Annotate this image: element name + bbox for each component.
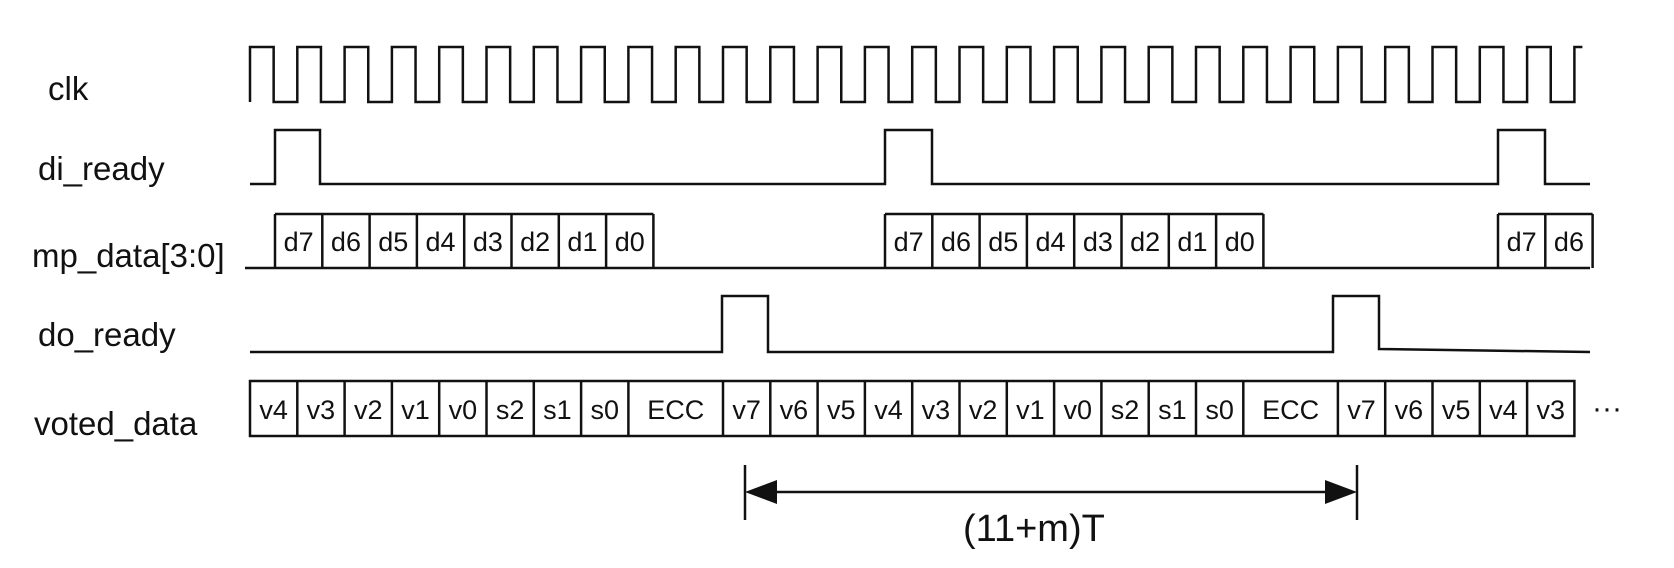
voted-data-cell: v3 <box>1536 395 1565 425</box>
voted-data-cell: v4 <box>874 395 903 425</box>
voted-data-cell: v5 <box>1442 395 1471 425</box>
voted-data-cell: s0 <box>590 395 619 425</box>
voted-data-cell: v3 <box>307 395 336 425</box>
mp-data-cell: d0 <box>1225 227 1255 257</box>
voted-data-cell: v5 <box>827 395 856 425</box>
mp-data-cell: d5 <box>378 227 408 257</box>
mp-data-cell: d1 <box>1177 227 1207 257</box>
voted-data-cell: s1 <box>1158 395 1187 425</box>
clk-label: clk <box>48 70 89 107</box>
voted-data-cell: v6 <box>1395 395 1424 425</box>
period-label: (11+m)T <box>963 508 1105 550</box>
mp-data-cell: d4 <box>1036 227 1066 257</box>
voted-data-cell: v2 <box>969 395 998 425</box>
voted-data-cell: s2 <box>1111 395 1140 425</box>
voted-data-cell: v7 <box>1347 395 1376 425</box>
mp-data-bus: d7 d6 d5 d4 d3 d2 d1 d0 d7 d6 d5 d4 d3 d2 d1 d0 d7 d6 <box>245 212 1594 270</box>
mp-data-cell: d7 <box>284 227 314 257</box>
voted-data-continuation: ··· <box>1592 392 1622 425</box>
voted-data-cell: ECC <box>1262 395 1319 425</box>
voted-data-cell: v0 <box>449 395 478 425</box>
voted-data-cell: s2 <box>496 395 525 425</box>
do-ready-label: do_ready <box>38 316 176 353</box>
voted-data-cell: v0 <box>1063 395 1092 425</box>
mp-data-cell: d7 <box>1507 227 1537 257</box>
mp-data-cell: d1 <box>567 227 597 257</box>
mp-data-cell: d3 <box>473 227 503 257</box>
di-ready-label: di_ready <box>38 150 165 187</box>
mp-data-cell: d4 <box>426 227 456 257</box>
mp-data-cell: d0 <box>615 227 645 257</box>
voted-data-cell: v6 <box>780 395 809 425</box>
voted-data-cell: v4 <box>259 395 288 425</box>
voted-data-cell: v7 <box>732 395 761 425</box>
mp-data-cell: d2 <box>1130 227 1160 257</box>
period-dimension-arrow <box>743 465 1359 520</box>
voted-data-bus: v4 v3 v2 v1 v0 s2 s1 s0 ECC v7 v6 v5 v4 v3 v2 v1 v0 s2 s1 s… <box>248 379 1576 438</box>
di-ready-waveform <box>250 128 1590 186</box>
do-ready-waveform <box>250 294 1591 354</box>
mp-data-cell: d6 <box>941 227 971 257</box>
mp-data-cell: d7 <box>894 227 924 257</box>
voted-data-cell: v2 <box>354 395 383 425</box>
voted-data-label: voted_data <box>34 405 198 442</box>
mp-data-cell: d6 <box>331 227 361 257</box>
voted-data-cell: v1 <box>401 395 430 425</box>
mp-data-cell: d5 <box>988 227 1018 257</box>
voted-data-cell: v4 <box>1489 395 1518 425</box>
voted-data-cell: v1 <box>1016 395 1045 425</box>
mp-data-label: mp_data[3:0] <box>32 237 225 274</box>
clk-waveform <box>248 45 1583 104</box>
mp-data-cell: d2 <box>520 227 550 257</box>
voted-data-cell: s0 <box>1205 395 1234 425</box>
voted-data-cell: s1 <box>543 395 572 425</box>
voted-data-cell: v3 <box>922 395 951 425</box>
voted-data-cell: ECC <box>647 395 704 425</box>
mp-data-cell: d6 <box>1554 227 1584 257</box>
mp-data-cell: d3 <box>1083 227 1113 257</box>
